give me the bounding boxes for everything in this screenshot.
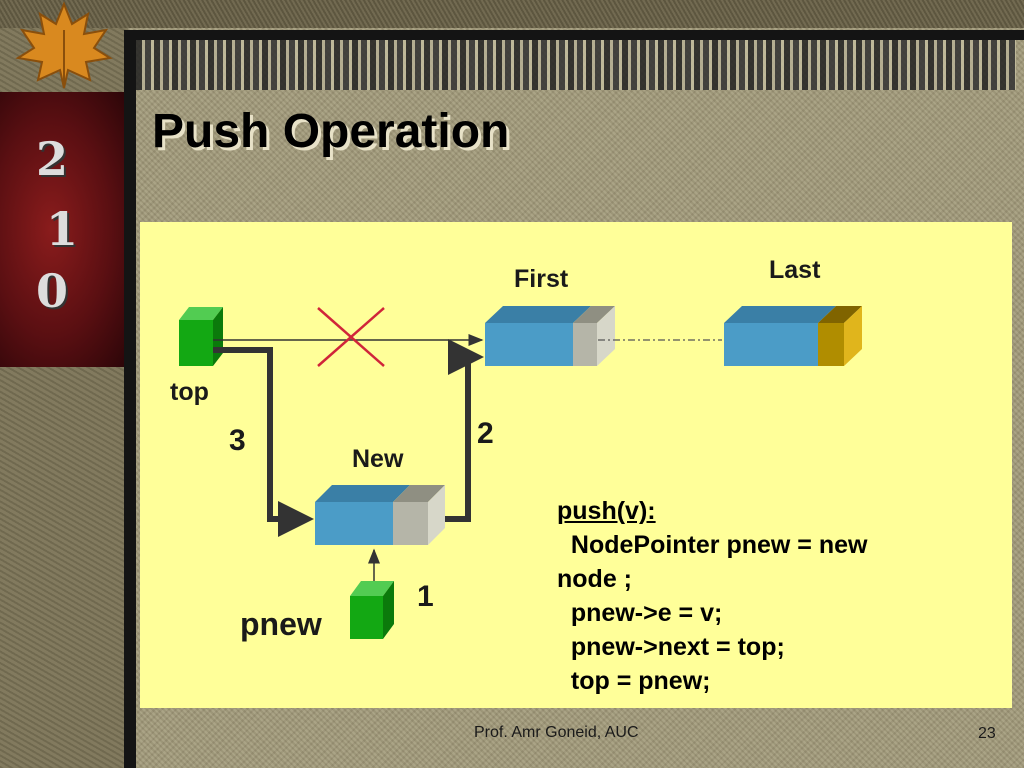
last-label: Last (769, 256, 821, 284)
page-number: 23 (978, 725, 996, 742)
first-label: First (514, 265, 569, 293)
step1-label: 1 (417, 580, 434, 613)
step2-arrow (432, 339, 484, 522)
slide-footer: Prof. Amr Goneid, AUC (474, 724, 639, 741)
frame-border-vertical (124, 30, 136, 768)
maple-leaf-icon (15, 1, 113, 89)
slide-title: Push Operation (152, 105, 510, 158)
code-line: pnew->next = top; (557, 633, 785, 661)
decorative-panel: 2 1 0 (0, 92, 128, 367)
header-decor-band (136, 40, 1016, 90)
code-line: node ; (557, 565, 632, 593)
first-node (485, 306, 615, 366)
step2-label: 2 (477, 417, 494, 450)
decor-digit: 0 (36, 264, 69, 318)
content-box (140, 222, 1012, 708)
top-pointer-box (179, 307, 223, 366)
code-header: push(v): (557, 497, 656, 525)
top-label: top (170, 378, 209, 406)
top-strip (0, 0, 1024, 28)
step3-arrow (213, 347, 314, 537)
decor-digit: 2 (36, 132, 69, 186)
code-line: top = pnew; (557, 667, 711, 695)
pnew-label: pnew (240, 606, 322, 642)
decor-digit: 1 (46, 202, 79, 256)
pnew-pointer-box (350, 581, 394, 639)
code-line: pnew->e = v; (557, 599, 723, 627)
last-node (724, 306, 862, 366)
new-label: New (352, 445, 404, 473)
new-node (315, 485, 445, 545)
frame-border-horizontal (124, 30, 1024, 40)
code-line: NodePointer pnew = new (557, 531, 868, 559)
code-block: push(v): NodePointer pnew = new node ; p… (557, 494, 867, 698)
step3-label: 3 (229, 424, 246, 457)
broken-link-cross (317, 307, 385, 367)
